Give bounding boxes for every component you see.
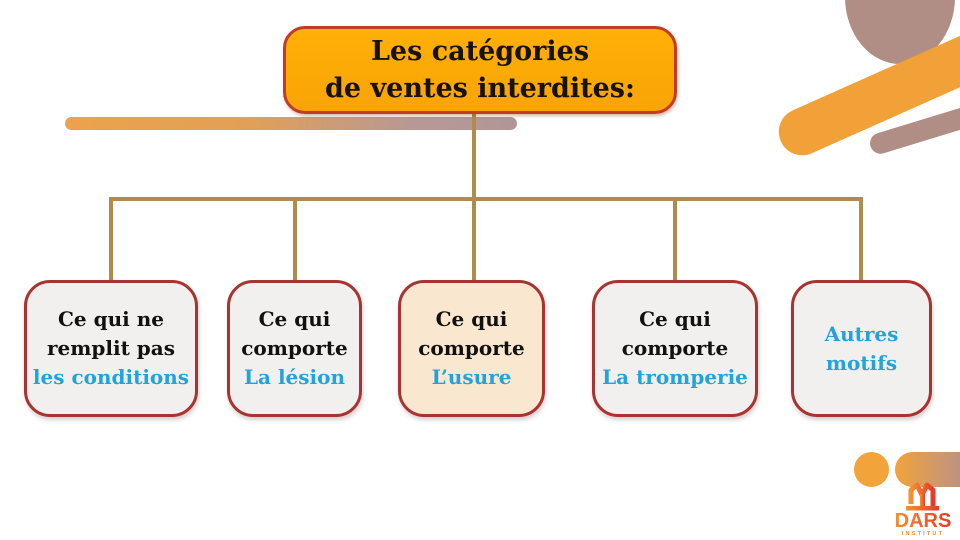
connector-drop-line xyxy=(859,197,863,280)
category-keyword: L’usure xyxy=(431,365,512,389)
category-keyword: motifs xyxy=(825,350,898,375)
title-line-2: de ventes interdites: xyxy=(325,73,635,104)
category-text: Ce qui xyxy=(258,307,331,331)
dars-monogram-icon xyxy=(906,482,939,511)
dars-logo: DARS INSTITUT xyxy=(896,482,951,537)
connector-drop-line xyxy=(673,197,677,280)
category-keyword: La tromperie xyxy=(602,365,748,389)
connector-horizontal-rail xyxy=(109,197,863,201)
category-text: Ce qui xyxy=(435,307,508,331)
category-text: comporte xyxy=(621,336,729,360)
deco-footer-stripe-icon xyxy=(895,452,960,487)
connector-trunk-line xyxy=(472,112,476,280)
title-box: Les catégories de ventes interdites: xyxy=(283,26,677,114)
connector-drop-line xyxy=(293,197,297,280)
deco-circle-icon xyxy=(854,452,889,487)
category-keyword: les conditions xyxy=(32,365,190,389)
title-line-1: Les catégories xyxy=(370,36,590,67)
dars-logo-brand: DARS xyxy=(896,510,951,532)
category-box-usure: Ce qui comporte L’usure xyxy=(398,280,545,417)
dars-logo-tagline: INSTITUT xyxy=(902,531,944,537)
category-box-autres: Autres motifs xyxy=(791,280,932,417)
category-box-conditions: Ce qui ne remplit pas les conditions xyxy=(24,280,198,417)
category-text: Ce qui ne xyxy=(58,307,164,331)
category-text: Ce qui xyxy=(639,307,711,331)
category-text: comporte xyxy=(418,336,525,360)
category-text: comporte xyxy=(241,336,348,360)
category-box-tromperie: Ce qui comporte La tromperie xyxy=(592,280,758,417)
category-keyword: La lésion xyxy=(243,365,346,389)
connector-drop-line xyxy=(109,197,113,280)
category-text: remplit pas xyxy=(46,336,175,360)
category-keyword: Autres xyxy=(824,321,899,346)
deco-underline-bar-icon xyxy=(65,117,517,130)
category-box-lesion: Ce qui comporte La lésion xyxy=(227,280,362,417)
